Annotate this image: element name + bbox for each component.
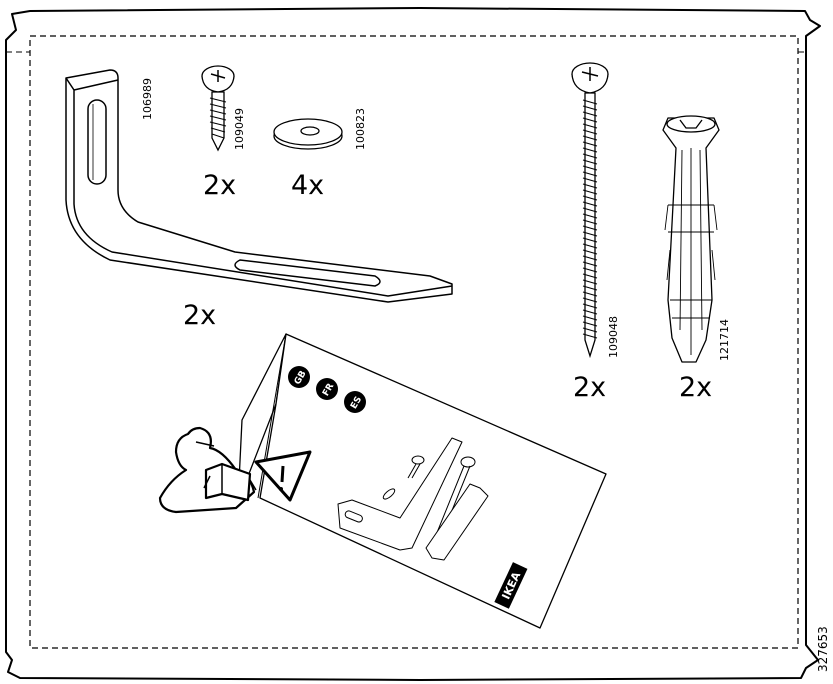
- reading-person-icon: [158, 426, 257, 514]
- bag-outline: [5, 7, 821, 681]
- manual-parts-illustration: [337, 437, 489, 561]
- bracket-article-number: 106989: [141, 78, 154, 120]
- warning-triangle-icon: [254, 450, 312, 502]
- document-number: 327653: [816, 626, 830, 672]
- language-badges: GB FR ES: [288, 366, 366, 413]
- bag-seal-line: [29, 35, 799, 649]
- wall-plug-quantity: 2x: [679, 372, 713, 403]
- washer-article-number: 100823: [354, 108, 367, 150]
- small-screw-quantity: 2x: [203, 170, 237, 201]
- bracket-drawing: [65, 69, 453, 303]
- washer-quantity: 4x: [291, 170, 325, 201]
- washer-drawing: [273, 118, 343, 150]
- small-screw-article-number: 109049: [233, 108, 246, 150]
- badge-fr: [316, 378, 338, 400]
- badge-gb: [288, 366, 310, 388]
- long-screw-article-number: 109048: [607, 316, 620, 358]
- long-screw-quantity: 2x: [573, 372, 607, 403]
- long-screw-drawing: [571, 62, 609, 359]
- wall-plug-article-number: 121714: [718, 319, 731, 361]
- wall-plug-drawing: [662, 115, 720, 363]
- bracket-quantity: 2x: [183, 300, 217, 331]
- badge-es: [344, 391, 366, 413]
- small-screw-drawing: [201, 65, 235, 152]
